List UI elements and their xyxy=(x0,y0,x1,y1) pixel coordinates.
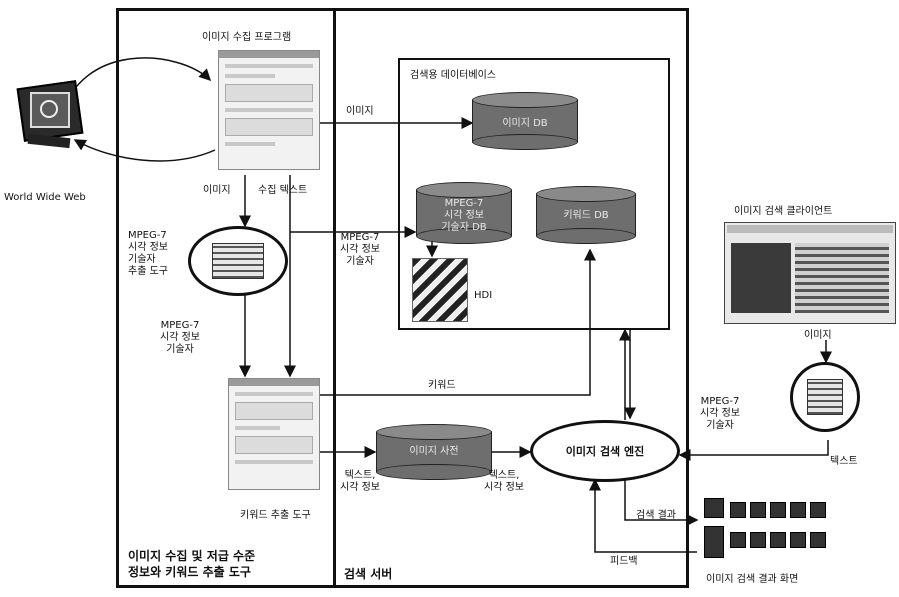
descriptor-db: MPEG-7 시각 정보 기술자 DB xyxy=(416,182,512,244)
mpeg7-extract-tool xyxy=(188,226,288,296)
label-search-result: 검색 결과 xyxy=(636,510,676,522)
image-search-engine: 이미지 검색 엔진 xyxy=(530,420,680,482)
label-image-to-db: 이미지 xyxy=(346,106,374,118)
keyword-tool-caption: 키워드 추출 도구 xyxy=(240,510,311,522)
keyword-tool-panel xyxy=(228,378,320,490)
client-window xyxy=(724,222,896,324)
left-box-caption: 이미지 수집 및 저급 수준 정보와 키워드 추출 도구 xyxy=(128,548,255,580)
mpeg-label-left-mid: MPEG-7 시각 정보 기술자 xyxy=(160,320,200,356)
label-collected-text: 수집 텍스트 xyxy=(258,185,307,197)
world-wide-web-icon xyxy=(14,80,84,160)
keyword-db: 키워드 DB xyxy=(536,186,636,244)
client-extract-tool xyxy=(790,362,860,432)
db-box-title: 검색용 데이터베이스 xyxy=(410,70,496,82)
client-image-label: 이미지 xyxy=(804,330,832,342)
search-server-caption: 검색 서버 xyxy=(344,566,392,582)
image-dictionary: 이미지 사전 xyxy=(376,424,492,480)
label-text-visual-left: 텍스트, 시각 정보 xyxy=(340,470,380,494)
hdi-structure xyxy=(412,258,468,322)
result-screen xyxy=(700,496,850,566)
label-text-visual-right: 텍스트, 시각 정보 xyxy=(484,470,524,494)
image-db: 이미지 DB xyxy=(472,92,578,150)
collector-title: 이미지 수집 프로그램 xyxy=(202,32,291,44)
client-photo xyxy=(731,243,791,313)
label-text: 텍스트 xyxy=(830,456,858,468)
extract-tool-label: MPEG-7 시각 정보 기술자 추출 도구 xyxy=(128,230,168,278)
label-image-down: 이미지 xyxy=(203,185,231,197)
result-screen-caption: 이미지 검색 결과 화면 xyxy=(706,574,798,586)
collector-panel xyxy=(218,50,320,170)
globe-caption: World Wide Web xyxy=(4,192,86,204)
mpeg-label-right: MPEG-7 시각 정보 기술자 xyxy=(700,396,740,432)
label-keyword: 키워드 xyxy=(428,380,456,392)
label-feedback: 피드백 xyxy=(610,556,638,568)
label-descriptor-to-db: MPEG-7 시각 정보 기술자 xyxy=(340,232,380,268)
hdi-label: HDI xyxy=(474,290,492,302)
client-title: 이미지 검색 클라이언트 xyxy=(734,206,832,218)
